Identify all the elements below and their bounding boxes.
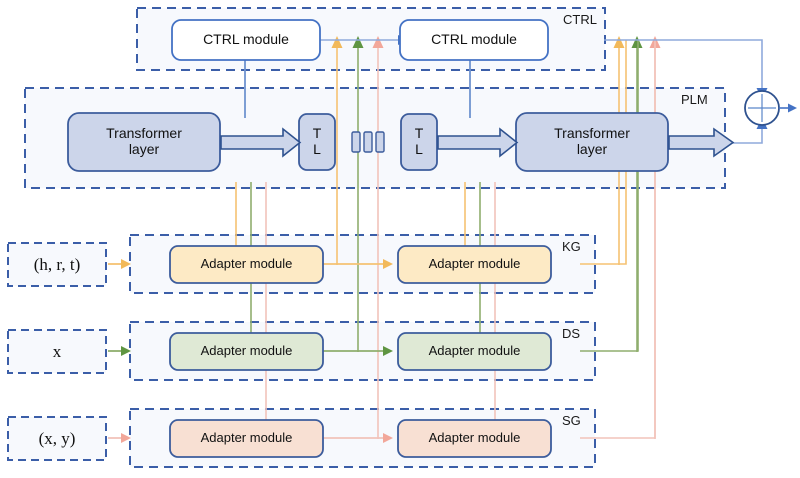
kg-adapter-link bbox=[323, 259, 393, 269]
ds-feed-lines bbox=[250, 40, 638, 352]
return-route-sg bbox=[580, 40, 656, 439]
ctrl-up-arrowheads bbox=[331, 36, 661, 48]
tl-box-2[interactable] bbox=[400, 113, 438, 171]
sg-adapter-box-1[interactable] bbox=[169, 419, 324, 458]
group-label-sg: SG bbox=[562, 413, 581, 428]
plm-block-arrow-2 bbox=[437, 127, 519, 158]
ds-adapter-link bbox=[323, 346, 393, 356]
transformer-layer-box-2[interactable] bbox=[515, 112, 669, 172]
ds-adapter-box-1[interactable] bbox=[169, 332, 324, 371]
tl-box-1[interactable] bbox=[298, 113, 336, 171]
ds-input-arrow bbox=[108, 346, 131, 356]
input-box-ds[interactable] bbox=[7, 329, 107, 374]
ctrl-module-box-1[interactable] bbox=[171, 19, 321, 61]
kg-adapter-box-2[interactable] bbox=[397, 245, 552, 284]
plm-output-route bbox=[730, 127, 763, 144]
group-label-plm: PLM bbox=[681, 92, 708, 107]
ds-adapter-box-2[interactable] bbox=[397, 332, 552, 371]
plm-output-block-arrow bbox=[668, 127, 735, 158]
kg-adapter-box-1[interactable] bbox=[169, 245, 324, 284]
ctrl-module-box-2[interactable] bbox=[399, 19, 549, 61]
final-output-arrow bbox=[779, 103, 797, 113]
sg-adapter-link bbox=[323, 433, 393, 443]
group-label-ctrl: CTRL bbox=[563, 12, 597, 27]
group-label-kg: KG bbox=[562, 239, 581, 254]
sum-node-cross bbox=[748, 94, 776, 122]
group-label-ds: DS bbox=[562, 326, 581, 341]
sg-input-arrow bbox=[108, 433, 131, 443]
transformer-layer-box-1[interactable] bbox=[67, 112, 221, 172]
ellipsis-bars bbox=[351, 131, 385, 153]
input-box-kg[interactable] bbox=[7, 242, 107, 287]
ctrl-output-route bbox=[604, 39, 763, 90]
return-route-ds bbox=[580, 40, 639, 352]
plm-block-arrow-1 bbox=[220, 127, 302, 158]
input-box-sg[interactable] bbox=[7, 416, 107, 461]
kg-input-arrow bbox=[108, 259, 131, 269]
sg-adapter-box-2[interactable] bbox=[397, 419, 552, 458]
